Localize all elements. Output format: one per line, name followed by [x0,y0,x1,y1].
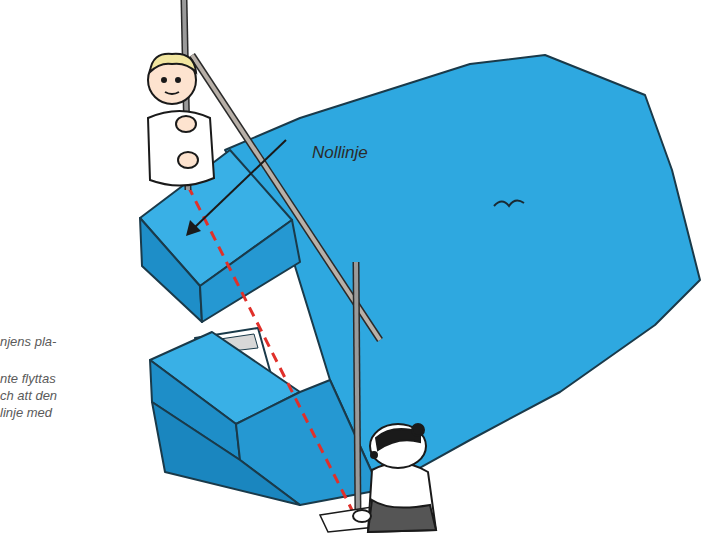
badger-legs [368,500,436,532]
badger-paw [353,510,371,522]
pole-outline [356,262,358,520]
badger-body [368,463,436,532]
badger-ear [412,424,424,436]
man-mouth [165,92,179,94]
leader-line [194,140,286,228]
stick [192,55,380,340]
badger-head [370,424,426,468]
upper-step-side [200,220,300,322]
cropped-text: nte flyttas [0,371,56,386]
stick-outline [192,55,380,340]
zero-line [188,186,357,520]
cropped-text: ch att den [0,388,57,403]
bird [494,201,524,206]
callout-label: Nollinje [312,143,368,163]
man [148,54,214,186]
man-hand [178,152,198,168]
man-hand [176,116,196,132]
badger [353,424,436,532]
pole [356,262,358,520]
upper-step-face [140,218,202,322]
badger-nose [371,452,377,458]
arrow-head [186,220,201,236]
man-shirt [148,111,214,186]
man-eye [176,78,180,82]
man-eye [162,78,166,82]
man-hair [150,54,196,72]
cropped-text: linje med [0,405,52,420]
cropped-text: njens pla- [0,334,56,349]
lower-step-bottom [152,402,300,505]
